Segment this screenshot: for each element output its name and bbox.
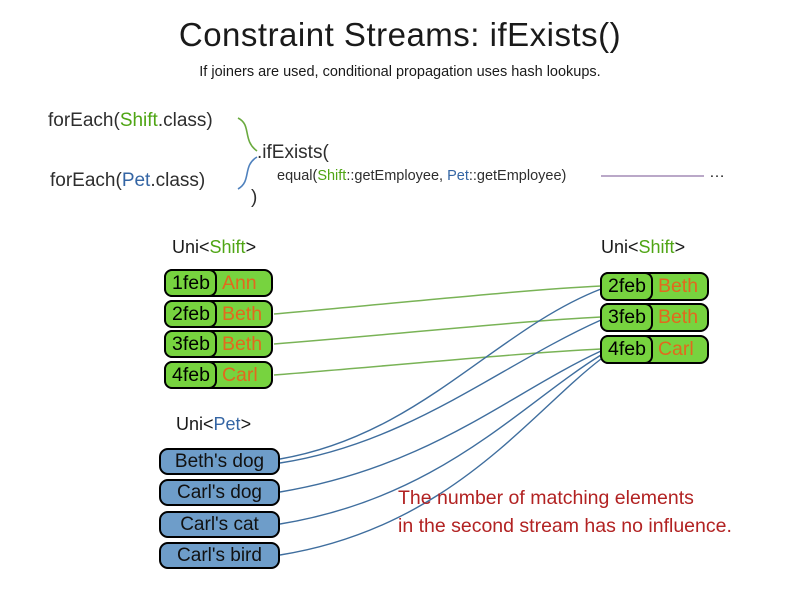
shift-date-cell: 3feb: [164, 330, 217, 358]
shift-date-cell: 4feb: [164, 361, 217, 389]
green-connector-2feb: [273, 285, 602, 315]
label-class: Shift: [209, 237, 246, 257]
shift-employee: Carl: [221, 363, 258, 386]
label-text: Uni<: [172, 237, 210, 257]
pet-row-beths-dog: Beth's dog: [159, 448, 280, 475]
shift-row-2feb-beth-right: 2feb Beth: [600, 272, 709, 301]
label-text: >: [240, 414, 252, 434]
shift-employee: Ann: [221, 271, 257, 294]
pet-row-carls-bird: Carl's bird: [159, 542, 280, 569]
shift-row-3feb-beth: 3feb Beth: [164, 330, 273, 358]
shift-row-1feb-ann: 1feb Ann: [164, 269, 273, 297]
label-text: Uni<: [176, 414, 214, 434]
label-class: Shift: [638, 237, 675, 257]
code-equal-joiner: equal(Shift::getEmployee, Pet::getEmploy…: [277, 168, 566, 184]
shift-row-3feb-beth-right: 3feb Beth: [600, 303, 709, 332]
pet-row-carls-dog: Carl's dog: [159, 479, 280, 506]
page-title: Constraint Streams: ifExists(): [178, 16, 622, 53]
code-text: forEach(: [48, 110, 120, 131]
shift-class-token: Shift: [317, 168, 347, 184]
shift-employee: Beth: [221, 302, 263, 325]
pet-row-carls-cat: Carl's cat: [159, 511, 280, 538]
brace-top-green: [237, 117, 258, 152]
blue-connector-carlscat-4feb: [279, 354, 602, 525]
shift-employee: Beth: [657, 306, 699, 328]
shift-employee: Beth: [657, 275, 699, 297]
pet-class-token: Pet: [447, 168, 469, 184]
blue-connector-bethsdog-3feb: [279, 319, 602, 464]
shift-date-cell: 3feb: [600, 303, 653, 332]
brace-bottom-blue: [237, 156, 258, 190]
blue-connector-carlsbird-4feb: [279, 358, 602, 556]
code-close-paren: ): [251, 187, 258, 208]
shift-row-4feb-carl: 4feb Carl: [164, 361, 273, 389]
uni-shift-left-label: Uni<Shift>: [172, 237, 256, 258]
code-text: ::getEmployee): [468, 168, 567, 184]
label-text: Uni<: [601, 237, 639, 257]
shift-class-token: Shift: [119, 110, 158, 131]
blue-connector-bethsdog-2feb: [279, 288, 602, 460]
green-connector-4feb: [273, 348, 602, 376]
label-text: >: [674, 237, 686, 257]
shift-date-cell: 2feb: [600, 272, 653, 301]
shift-employee: Beth: [221, 332, 263, 355]
blue-connector-carlsdog-4feb: [279, 350, 602, 493]
green-connector-3feb: [273, 316, 602, 345]
pet-class-token: Pet: [121, 170, 151, 191]
note-line-2: in the second stream has no influence.: [398, 514, 732, 537]
code-text: forEach(: [50, 170, 122, 191]
code-foreach-shift: forEach(Shift.class): [48, 110, 213, 132]
shift-date-cell: 2feb: [164, 300, 217, 328]
code-text: equal(: [277, 168, 318, 184]
shift-row-2feb-beth: 2feb Beth: [164, 300, 273, 328]
label-text: >: [245, 237, 257, 257]
page-subtitle: If joiners are used, conditional propaga…: [199, 64, 601, 80]
code-text: .class): [150, 170, 206, 191]
code-text: ::getEmployee,: [346, 168, 448, 184]
uni-pet-label: Uni<Pet>: [176, 414, 251, 435]
note-text: The number of matching elements in the s…: [398, 485, 732, 540]
note-line-1: The number of matching elements: [398, 487, 694, 509]
shift-date-cell: 1feb: [164, 269, 217, 297]
shift-date-cell: 4feb: [600, 335, 653, 364]
ellipsis-text: …: [709, 164, 725, 181]
shift-employee: Carl: [657, 338, 694, 360]
code-if-exists: .ifExists(: [257, 142, 329, 163]
code-foreach-pet: forEach(Pet.class): [50, 170, 205, 192]
uni-shift-right-label: Uni<Shift>: [601, 237, 685, 258]
shift-row-4feb-carl-right: 4feb Carl: [600, 335, 709, 364]
label-class: Pet: [213, 414, 241, 434]
code-text: .class): [157, 110, 213, 131]
